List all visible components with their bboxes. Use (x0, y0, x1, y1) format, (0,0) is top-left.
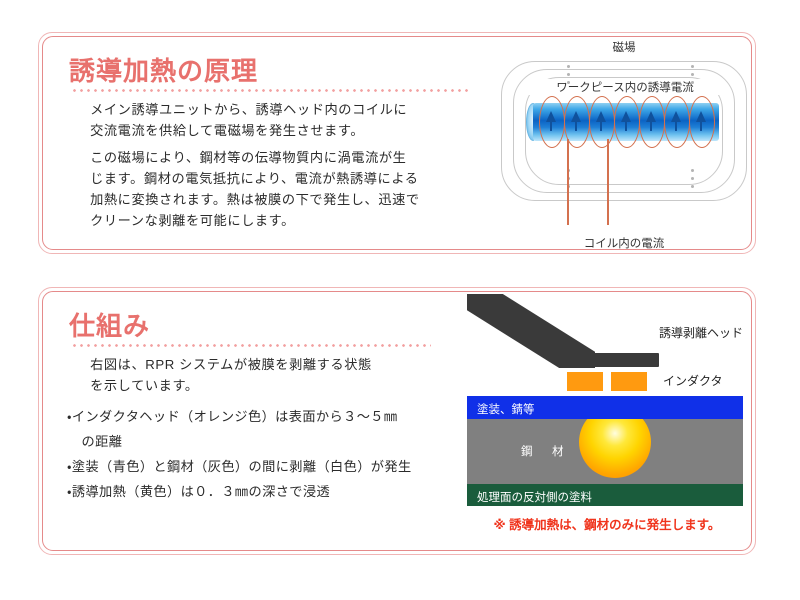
list-item: ・誘導加熱（黄色）は０．３㎜の深さで浸透 (67, 479, 412, 504)
paragraph-mechanism-1: 右図は、RPR システムが被膜を剥離する状態を示しています。 (90, 357, 372, 393)
label-induction-head: 誘導剥離ヘッド (659, 326, 744, 340)
induction-head-base (559, 353, 659, 367)
paragraph-principle-2: この磁場により、鋼材等の伝導物質内に渦電流が生じます。鋼材の電気抵抗により、電流… (90, 150, 420, 228)
list-item: ・塗装（青色）と鋼材（灰色）の間に剥離（白色）が発生 (67, 454, 412, 479)
card-mechanism-inner-border: 仕組み 右図は、RPR システムが被膜を剥離する状態を示しています。 ・インダク… (42, 291, 752, 551)
warning-note: ※ 誘導加熱は、鋼材のみに発生します。 (493, 518, 721, 532)
coil-turn (689, 96, 715, 148)
list-item: ・インダクタヘッド（オレンジ色）は表面から３～５㎜ の距離 (67, 404, 412, 454)
paragraph-principle-1: メイン誘導ユニットから、誘導ヘッド内のコイルに交流電流を供給して電磁場を発生させ… (90, 102, 408, 138)
field-dot (691, 169, 694, 172)
arrow-stem (550, 121, 553, 131)
bullet-text: ・誘導加熱（黄色）は０．３㎜の深さで浸透 (67, 484, 331, 499)
field-dot (567, 65, 570, 68)
current-arrow (596, 111, 606, 122)
induction-coil-diagram: 磁場 ワークピース内の誘導電流 コイル内の電流 (495, 39, 753, 254)
current-arrow (671, 111, 681, 122)
label-coil-current: コイル内の電流 (583, 238, 665, 250)
layer-label-steel: 鋼 材 (521, 446, 568, 458)
field-line-outer (501, 61, 747, 201)
current-arrow (696, 111, 706, 122)
label-eddy-current: ワークピース内の誘導電流 (529, 79, 721, 95)
coil-lead-left (567, 139, 569, 225)
arrow-stem (600, 121, 603, 131)
inductor-block-right (611, 372, 647, 391)
coating-overlay (575, 396, 655, 419)
bullet-list: ・インダクタヘッド（オレンジ色）は表面から３～５㎜ の距離 ・塗装（青色）と鋼材… (67, 404, 412, 504)
card-mechanism: 仕組み 右図は、RPR システムが被膜を剥離する状態を示しています。 ・インダク… (38, 287, 756, 555)
arrow-stem (700, 121, 703, 131)
inductor-block-left (567, 372, 603, 391)
arrow-stem (575, 121, 578, 131)
dotted-divider-mechanism (71, 344, 431, 347)
current-arrow (571, 111, 581, 122)
section-heading-mechanism: 仕組み (69, 311, 151, 341)
label-magnetic-field: 磁場 (612, 42, 636, 54)
coil-lead-right (607, 139, 609, 225)
field-line-middle (513, 69, 735, 193)
field-dot (567, 73, 570, 76)
bullet-text: ・インダクタヘッド（オレンジ色）は表面から３～５㎜ (67, 409, 398, 424)
current-arrow (646, 111, 656, 122)
field-dot (691, 65, 694, 68)
field-dot (691, 177, 694, 180)
layer-backside-paint (467, 484, 743, 506)
current-arrow (546, 111, 556, 122)
current-arrow (621, 111, 631, 122)
label-inductor: インダクタ (663, 374, 723, 388)
arrow-stem (650, 121, 653, 131)
dotted-divider-principle (71, 89, 471, 92)
arrow-stem (675, 121, 678, 131)
section-heading-principle: 誘導加熱の原理 (69, 56, 259, 86)
field-dot (567, 81, 570, 84)
bullet-continuation: の距離 (81, 434, 123, 449)
card-principle: 誘導加熱の原理 メイン誘導ユニットから、誘導ヘッド内のコイルに交流電流を供給して… (38, 32, 756, 254)
field-dot (691, 81, 694, 84)
field-dot (691, 185, 694, 188)
rpr-stripping-diagram: 誘導剥離ヘッド インダクタ 塗装、錆等 鋼 材 処理面の反対側の塗料 ※ 誘導加… (463, 294, 749, 542)
arrow-stem (625, 121, 628, 131)
field-dot (691, 73, 694, 76)
field-line-inner (525, 77, 723, 185)
bullet-text: ・塗装（青色）と鋼材（灰色）の間に剥離（白色）が発生 (67, 459, 412, 474)
layer-label-backside-paint: 処理面の反対側の塗料 (477, 492, 592, 504)
card-principle-inner-border: 誘導加熱の原理 メイン誘導ユニットから、誘導ヘッド内のコイルに交流電流を供給して… (42, 36, 752, 250)
layer-label-coating: 塗装、錆等 (477, 404, 535, 416)
